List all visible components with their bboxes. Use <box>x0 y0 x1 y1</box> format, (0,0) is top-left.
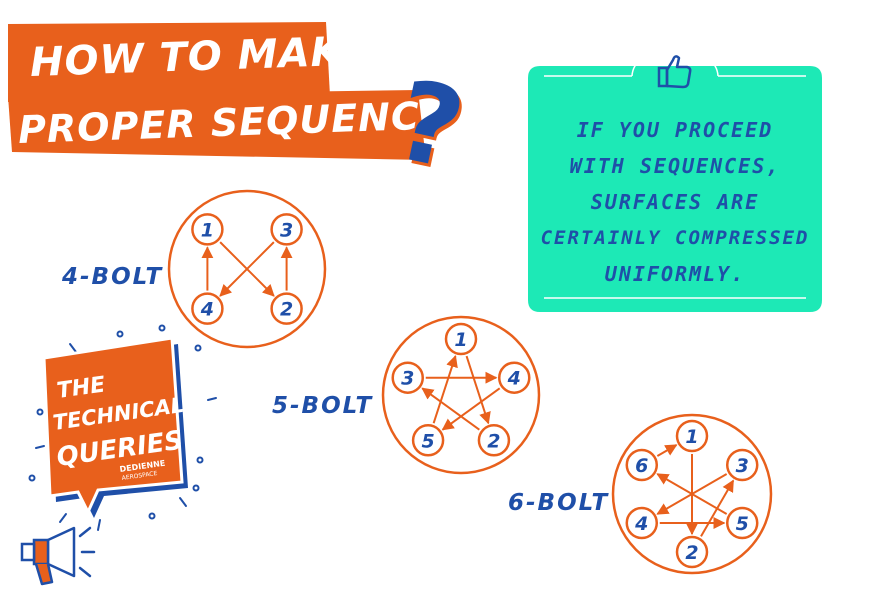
bolt-number: 2 <box>280 299 293 321</box>
bolt-number: 4 <box>507 368 521 390</box>
bolt-hole <box>391 361 424 394</box>
label-5-bolt: 5-BOLT <box>272 393 374 419</box>
bolt-number: 3 <box>280 219 293 241</box>
bolt-number: 1 <box>685 426 698 448</box>
bolt-hole <box>191 213 224 246</box>
sequence-arrow <box>465 355 491 425</box>
bolt-number: 3 <box>401 368 414 390</box>
sequence-arrow <box>656 444 678 457</box>
bolt-hole <box>625 506 659 540</box>
bolt-number: 4 <box>200 299 214 321</box>
card-line: CERTAINLY COMPRESSED <box>540 227 810 249</box>
card-line: UNIFORMLY. <box>604 262 746 286</box>
bolt-number: 1 <box>454 329 467 351</box>
technical-queries-badge: THE TECHNICAL QUERIES DEDIENNE AEROSPACE <box>20 324 217 586</box>
info-card <box>528 66 822 312</box>
sequence-arrow <box>432 354 458 424</box>
flange-outline <box>381 315 541 475</box>
megaphone-icon <box>20 526 96 586</box>
diagram-6-bolt: 1 3 5 2 4 6 <box>611 413 773 575</box>
card-text: IF YOU PROCEED WITH SEQUENCES, SURFACES … <box>528 112 822 292</box>
label-6-bolt: 6-BOLT <box>508 490 610 516</box>
bolt-number: 3 <box>736 455 749 477</box>
diagram-4-bolt: 1 3 2 4 <box>167 189 327 349</box>
bolt-number: 5 <box>421 430 434 452</box>
bolt-hole <box>477 424 511 457</box>
sequence-arrow <box>219 241 275 297</box>
bolt-number: 2 <box>487 430 500 452</box>
flange-outline <box>167 189 327 349</box>
bolt-number: 5 <box>736 513 749 535</box>
bolt-number: 2 <box>685 542 698 564</box>
label-4-bolt: 4-BOLT <box>62 264 164 290</box>
bolt-number: 6 <box>635 455 648 477</box>
bolt-hole <box>270 292 303 325</box>
card-line: WITH SEQUENCES, <box>569 154 781 178</box>
bolt-hole <box>725 448 759 482</box>
flange-outline <box>611 413 773 575</box>
bolt-number: 4 <box>634 513 648 535</box>
bolt-hole <box>498 361 531 394</box>
bolt-hole <box>270 213 303 246</box>
sequence-arrow <box>421 387 480 431</box>
sequence-arrow <box>441 387 501 431</box>
thumbs-up-icon <box>657 55 692 89</box>
bolt-hole <box>675 419 709 453</box>
bolt-hole <box>444 322 478 356</box>
bolt-hole <box>625 448 659 482</box>
card-line: IF YOU PROCEED <box>576 118 774 142</box>
bolt-number: 1 <box>201 219 214 241</box>
bolt-hole <box>191 292 224 325</box>
bolt-hole <box>675 535 709 569</box>
bolt-hole <box>725 506 759 540</box>
diagram-5-bolt: 1 4 2 5 3 <box>381 315 541 475</box>
title-banner <box>8 22 426 160</box>
sequence-arrow <box>656 473 728 515</box>
bolt-hole <box>411 424 445 457</box>
card-line: SURFACES ARE <box>590 190 760 214</box>
badge-brand-2: AEROSPACE <box>121 470 158 482</box>
